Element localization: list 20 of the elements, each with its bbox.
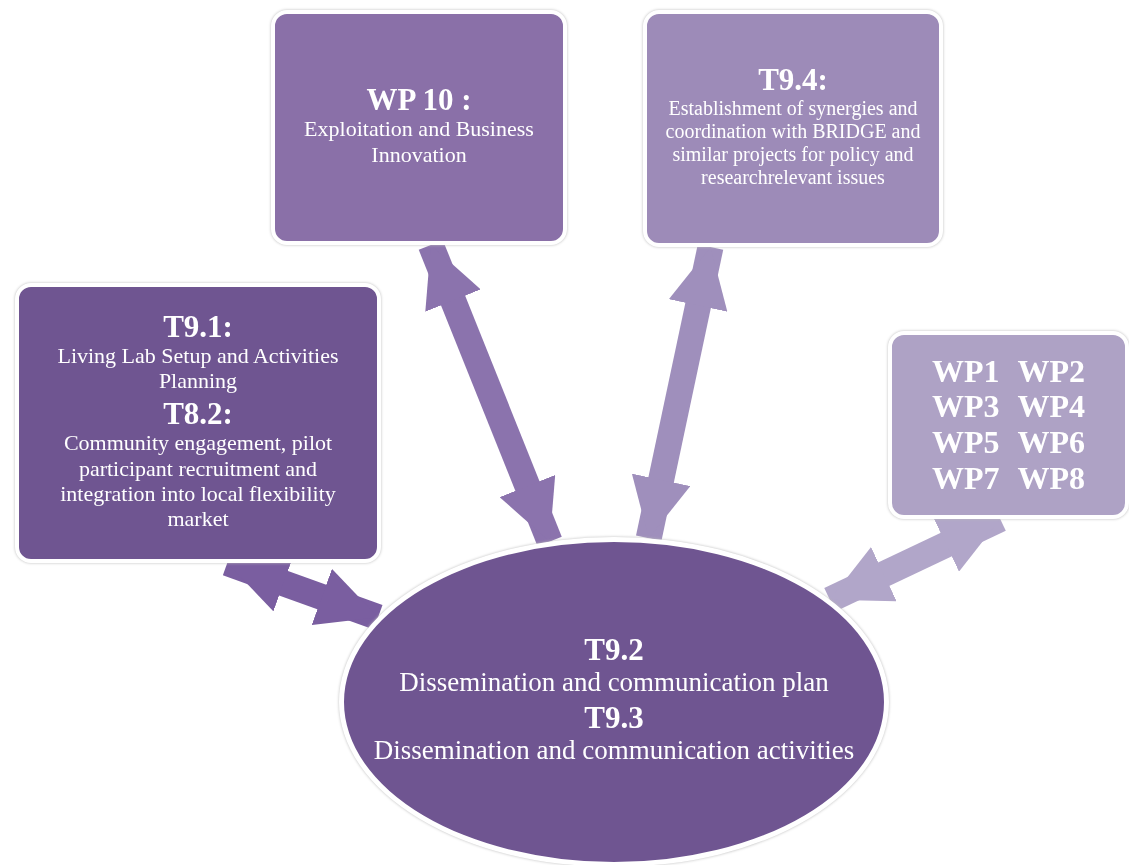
- work-package-label: WP6: [1017, 426, 1086, 460]
- work-package-label: WP2: [1017, 354, 1086, 389]
- work-package-label: WP3: [931, 390, 1000, 424]
- task-title: T9.2: [584, 634, 644, 667]
- task-title: WP 10 :: [366, 83, 472, 117]
- work-package-label: WP7: [931, 461, 1000, 496]
- work-package-label: WP4: [1017, 390, 1086, 424]
- task-description: Dissemination and communication activities: [373, 734, 855, 766]
- work-package-label: WP8: [1017, 461, 1086, 496]
- task-description: Exploitation and Business Innovation: [303, 116, 535, 168]
- task-title: T9.4:: [758, 64, 828, 97]
- work-package-label: WP1: [931, 354, 1000, 389]
- work-package-label: WP5: [931, 426, 1000, 460]
- task-title: T9.3: [584, 702, 644, 735]
- task-description: Dissemination and communication plan: [399, 666, 829, 698]
- task-description: Living Lab Setup and Activities Planning: [56, 343, 340, 394]
- task-title: T8.2:: [163, 397, 233, 431]
- task-description: Establishment of synergies and coordination with BRIDGE and similar projects for policy and researchrelevant issues: [664, 96, 922, 189]
- task-description: Community engagement, pilot participant recruitment and integration into local flexibility market: [59, 430, 337, 532]
- task-title: T9.1:: [163, 310, 233, 344]
